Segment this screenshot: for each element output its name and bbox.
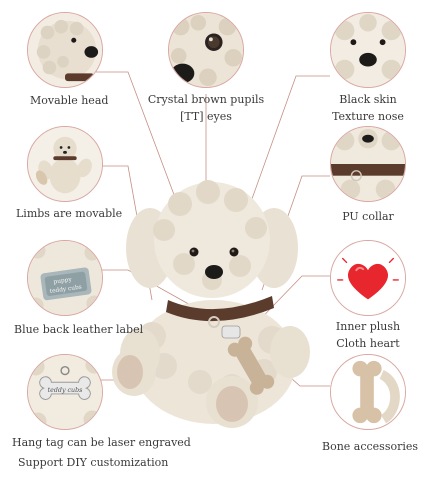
circle-blue-back-label: puppy teddy cubs <box>27 240 103 316</box>
circle-hang-tag: teddy cubs <box>27 354 103 430</box>
leather-label-closeup: puppy teddy cubs <box>28 241 102 315</box>
label-black-skin: Black skin <box>339 93 397 106</box>
hang-tag-text: teddy cubs <box>48 387 84 394</box>
circle-crystal-pupils <box>168 12 244 88</box>
label-inner-plush: Inner plush <box>335 320 401 333</box>
line-movable-head <box>96 71 183 217</box>
circle-movable-head <box>27 12 103 88</box>
circle-limbs <box>27 126 103 202</box>
label-diy: Support DIY customization <box>18 456 169 469</box>
label-tag-bottom-text: teddy cubs <box>49 285 82 295</box>
label-tag-top-text: puppy <box>53 277 73 286</box>
label-crystal-pupils: Crystal brown pupils <box>147 93 265 106</box>
label-limbs-movable: Limbs are movable <box>16 207 123 220</box>
poodle-head-closeup <box>28 13 102 87</box>
poodle-plush-toy <box>112 180 310 428</box>
label-pu-collar: PU collar <box>342 210 394 223</box>
hang-tag-closeup: teddy cubs <box>28 355 102 429</box>
line-label <box>96 269 211 317</box>
label-tt-eyes: [TT] eyes <box>180 110 232 123</box>
label-hang-tag: Hang tag can be laser engraved <box>12 436 191 449</box>
label-movable-head: Movable head <box>30 94 109 107</box>
label-blue-back-label: Blue back leather label <box>14 323 144 336</box>
circle-bone <box>330 354 406 430</box>
eye-closeup <box>169 13 243 87</box>
circle-inner-heart <box>330 240 406 316</box>
circle-pu-collar <box>330 126 406 202</box>
bone-closeup <box>331 355 405 429</box>
nose-closeup <box>331 13 405 87</box>
label-texture-nose: Texture nose <box>332 110 404 123</box>
label-bone-accessories: Bone accessories <box>321 440 419 453</box>
line-nose <box>247 75 330 211</box>
poodle-full-body-small <box>28 127 102 201</box>
circle-nose <box>330 12 406 88</box>
collar-closeup <box>331 127 405 201</box>
heart-closeup <box>331 241 405 315</box>
label-cloth-heart: Cloth heart <box>336 337 400 350</box>
